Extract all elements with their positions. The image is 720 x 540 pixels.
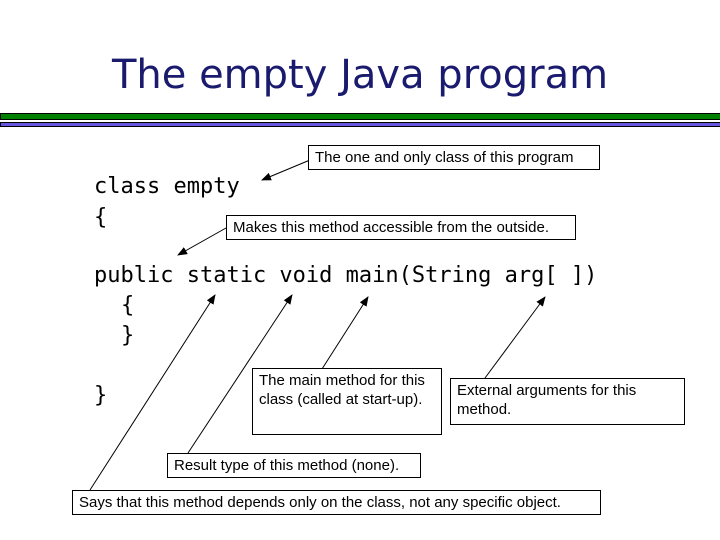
callout-class: The one and only class of this program <box>308 145 600 170</box>
arrow <box>321 296 369 370</box>
page-title: The empty Java program <box>111 52 609 98</box>
arrow <box>261 159 311 181</box>
callout-static: Says that this method depends only on th… <box>72 490 601 515</box>
divider-blue <box>0 122 720 127</box>
code-line: public static void main(String arg[ ]) <box>94 263 598 288</box>
callout-main: The main method for this class (called a… <box>252 368 442 435</box>
code-line: { <box>94 205 108 230</box>
code-line: class empty <box>94 174 240 199</box>
code-line: { <box>121 293 135 318</box>
arrow <box>89 294 216 491</box>
code-line: } <box>94 383 108 408</box>
arrow <box>484 296 546 379</box>
callout-args: External arguments for this method. <box>450 378 685 425</box>
arrow <box>187 294 293 454</box>
arrow <box>177 227 227 256</box>
code-line: } <box>121 323 135 348</box>
divider-green <box>0 113 720 120</box>
callout-void: Result type of this method (none). <box>167 453 421 478</box>
callout-public: Makes this method accessible from the ou… <box>226 215 576 240</box>
